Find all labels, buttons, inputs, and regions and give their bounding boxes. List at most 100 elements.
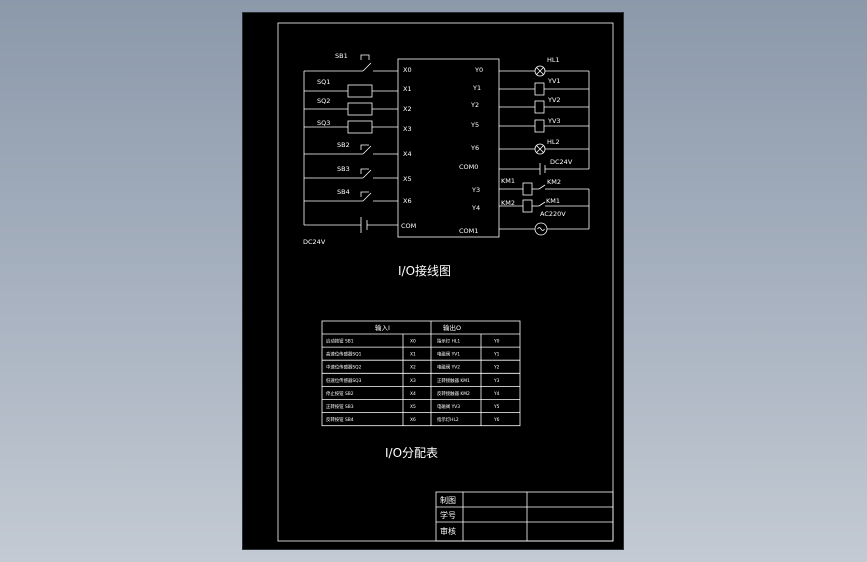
io-table-cell: 指示灯 HL1 (437, 338, 460, 345)
io-table-cell: Y6 (493, 417, 500, 423)
plc-output-labels: Y0 Y1 Y2 Y5 Y6 COM0 Y3 Y4 COM1 (459, 66, 483, 235)
title-block: 制图 学号 审核 (435, 491, 614, 542)
label-yv1: YV1 (547, 77, 561, 85)
label-hl1: HL1 (547, 56, 560, 64)
io-table-cell: 正转按钮 SB3 (326, 403, 354, 410)
output-yv2: YV2 (499, 96, 589, 114)
plc-output-y1: Y1 (472, 84, 481, 92)
io-table-row: 低速位传感器SQ3 X3 正转接触器 KM1 Y3 (326, 377, 500, 384)
io-diagram-title: I/O接线图 (398, 263, 451, 278)
io-table-cell: 反转按钮 SB4 (326, 416, 354, 423)
output-hl2: HL2 (499, 138, 589, 155)
io-table-cell: X0 (410, 339, 416, 345)
plc-output-com1: COM1 (459, 227, 478, 235)
label-output-dc-supply: DC24V (550, 158, 573, 166)
plc-output-y3: Y3 (471, 186, 480, 194)
plc-output-y6: Y6 (470, 144, 479, 152)
label-sb1: SB1 (335, 52, 348, 60)
label-yv2: YV2 (547, 96, 561, 104)
input-sq3: SQ3 (304, 119, 398, 134)
label-sq2: SQ2 (317, 97, 330, 105)
input-sb1: SB1 (304, 52, 398, 72)
input-sq1: SQ1 (304, 78, 398, 98)
output-km1: KM1 KM2 (499, 177, 589, 196)
io-table-title: I/O分配表 (385, 446, 438, 460)
output-yv1: YV1 (499, 77, 589, 96)
drawing-sheet: X0 X1 X2 X3 X4 X5 X6 COM Y0 Y1 Y2 Y5 Y6 … (243, 13, 623, 549)
label-km1-contact: KM1 (546, 197, 560, 205)
cad-drawing: X0 X1 X2 X3 X4 X5 X6 COM Y0 Y1 Y2 Y5 Y6 … (277, 22, 614, 542)
io-table-cell: Y1 (493, 352, 500, 358)
io-table-header: 输入I (375, 323, 390, 332)
label-output-ac-supply: AC220V (540, 210, 566, 218)
label-km1-coil: KM1 (501, 177, 515, 185)
io-table-cell: X2 (410, 365, 416, 371)
plc-input-x0: X0 (403, 66, 412, 74)
io-table-cell: Y0 (493, 339, 500, 345)
plc-box (397, 58, 500, 238)
title-block-student-id: 学号 (440, 510, 456, 520)
plc-input-x1: X1 (403, 85, 412, 93)
io-table-cell: 低速位传感器SQ3 (326, 377, 362, 384)
output-yv3: YV3 (499, 117, 589, 133)
io-table-cell: 指示灯HL2 (437, 416, 459, 423)
output-hl1: HL1 (499, 56, 589, 77)
io-table-cell: 反转接触器 KM2 (437, 390, 470, 397)
output-dc-supply: DC24V (499, 158, 589, 175)
io-table-row: 中速位传感器SQ2 X2 电磁阀 YV2 Y2 (326, 364, 500, 371)
label-hl2: HL2 (547, 138, 560, 146)
plc-output-y4: Y4 (471, 204, 480, 212)
io-table-cell: X4 (410, 391, 416, 397)
title-block-drawn: 制图 (440, 495, 456, 505)
io-table-cell: X5 (410, 404, 416, 410)
label-sb4: SB4 (337, 188, 350, 196)
plc-input-x5: X5 (403, 175, 412, 183)
io-table-cell: Y5 (493, 404, 500, 410)
plc-output-y0: Y0 (474, 66, 483, 74)
plc-input-x2: X2 (403, 105, 412, 113)
io-table-row: 反转按钮 SB4 X6 指示灯HL2 Y6 (326, 416, 500, 423)
plc-input-x4: X4 (403, 150, 412, 158)
input-sb3: SB3 (304, 165, 398, 179)
io-table-cell: Y3 (493, 378, 500, 384)
io-table-cell: 电磁阀 YV1 (437, 351, 460, 358)
plc-input-x3: X3 (403, 125, 412, 133)
label-input-supply: DC24V (303, 238, 326, 246)
plc-input-com: COM (401, 222, 416, 230)
io-table-cell: 启动按钮 SB1 (326, 338, 354, 345)
io-table-cell: X3 (410, 378, 416, 384)
label-yv3: YV3 (547, 117, 561, 125)
title-block-checked: 审核 (440, 526, 456, 536)
input-sb4: SB4 (304, 188, 398, 202)
io-table-header: 输出O (443, 323, 461, 332)
io-table-row: 正转按钮 SB3 X5 电磁阀 YV3 Y5 (326, 403, 500, 410)
io-table-cell: Y2 (493, 365, 500, 371)
io-table-cell: X6 (410, 417, 416, 423)
input-supply: DC24V (303, 217, 398, 246)
io-table-cell: 电磁阀 YV2 (437, 364, 460, 371)
io-table-cell: 正转接触器 KM1 (437, 377, 470, 384)
io-table-cell: 中速位传感器SQ2 (326, 364, 362, 371)
label-km2-coil: KM2 (501, 199, 515, 207)
plc-input-labels: X0 X1 X2 X3 X4 X5 X6 COM (401, 66, 416, 230)
input-sq2: SQ2 (304, 97, 398, 116)
plc-output-y2: Y2 (470, 101, 479, 109)
io-table-cell: 电磁阀 YV3 (437, 403, 460, 410)
io-table-row: 启动按钮 SB1 X0 指示灯 HL1 Y0 (326, 338, 500, 345)
io-table-cell: Y4 (493, 391, 500, 397)
io-table-cell: 停止按钮 SB2 (326, 390, 354, 397)
plc-output-com0: COM0 (459, 163, 478, 171)
label-km2-contact: KM2 (547, 178, 561, 186)
plc-output-y5: Y5 (470, 121, 479, 129)
plc-input-x6: X6 (403, 197, 412, 205)
input-sb2: SB2 (304, 141, 398, 155)
io-table-cell: 高速位传感器SQ1 (326, 351, 362, 358)
label-sq1: SQ1 (317, 78, 330, 86)
output-km2: KM2 KM1 (499, 197, 589, 213)
label-sb3: SB3 (337, 165, 350, 173)
label-sb2: SB2 (337, 141, 350, 149)
io-table-row: 停止按钮 SB2 X4 反转接触器 KM2 Y4 (326, 390, 500, 397)
output-ac-supply: AC220V (499, 210, 589, 236)
